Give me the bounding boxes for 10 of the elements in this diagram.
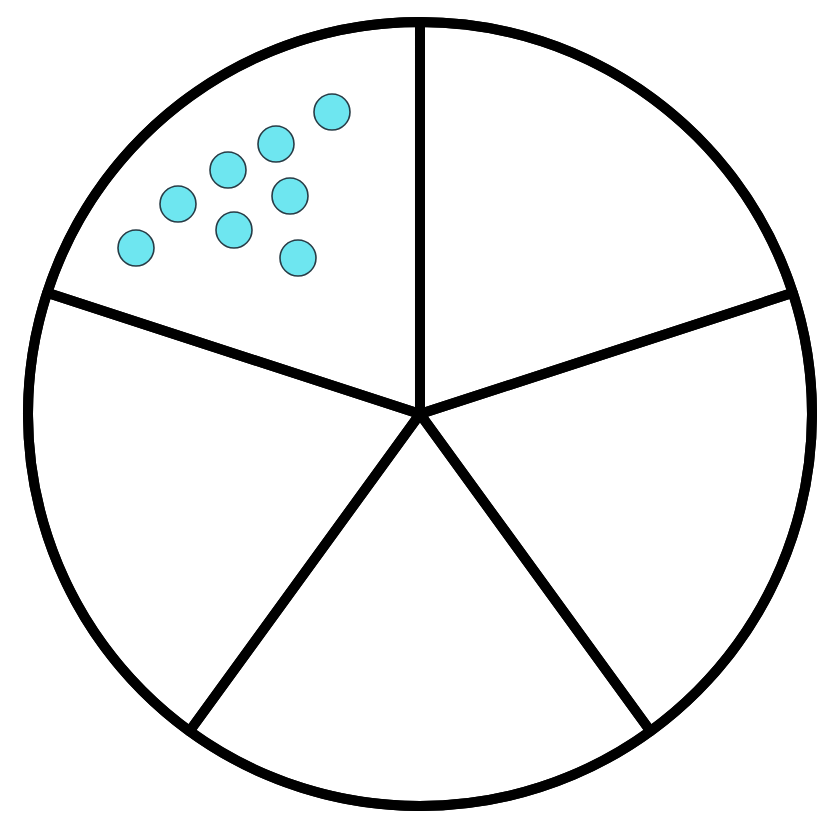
dot: [271, 177, 309, 215]
sector: [415, 287, 817, 737]
dot: [215, 211, 253, 249]
dot: [313, 93, 351, 131]
dot: [257, 125, 295, 163]
sector: [23, 287, 425, 737]
dot: [159, 185, 197, 223]
dot: [117, 229, 155, 267]
dot: [279, 239, 317, 277]
dot: [209, 151, 247, 189]
